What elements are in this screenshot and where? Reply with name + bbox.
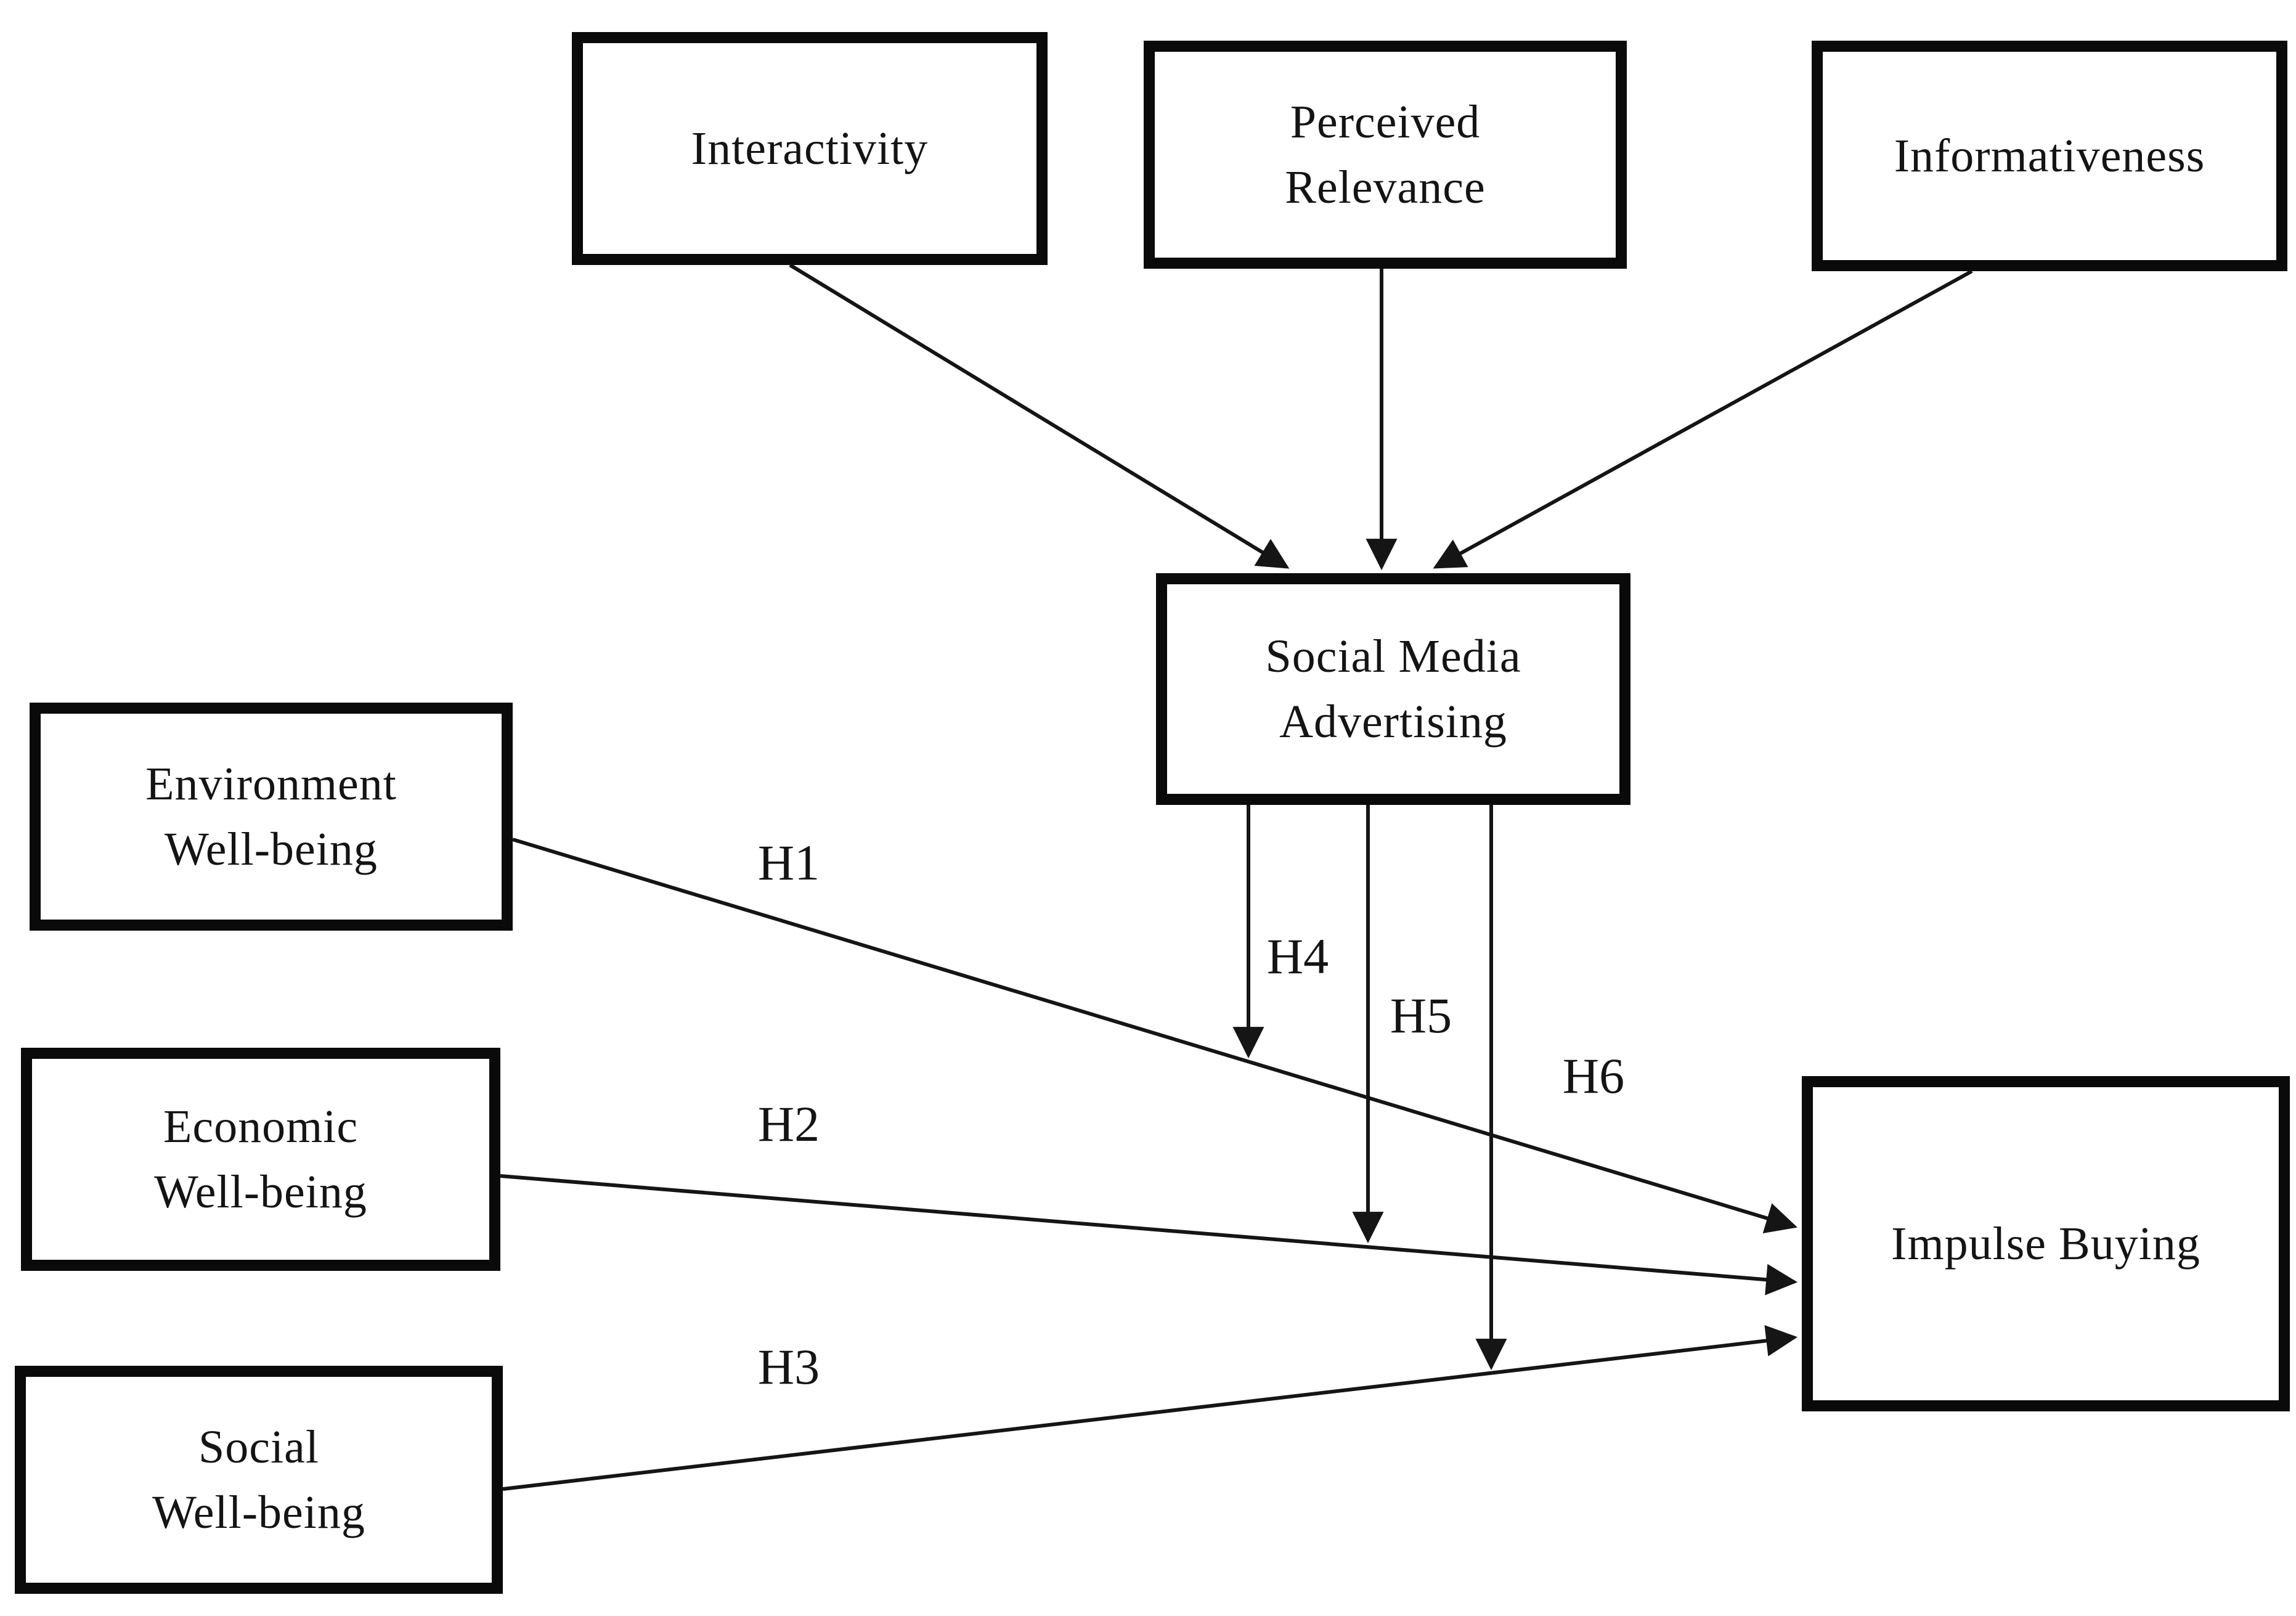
node-perceived-relevance-label-line1: Perceived — [1290, 96, 1481, 148]
node-interactivity: Interactivity — [572, 32, 1048, 265]
arrow-h1-environment-to-impulse — [512, 838, 1797, 1234]
edge-label-h4: H4 — [1266, 928, 1329, 984]
node-social-wellbeing-label-line1: Social — [198, 1421, 319, 1473]
edge-label-h5: H5 — [1390, 987, 1452, 1043]
node-informativeness: Informativeness — [1812, 41, 2287, 271]
arrow-h2-economic-to-impulse — [500, 1174, 1798, 1296]
node-interactivity-label: Interactivity — [691, 123, 929, 174]
node-economic-wellbeing-label-line2: Well-being — [154, 1166, 367, 1218]
arrow-h3-social-to-impulse — [502, 1325, 1798, 1491]
node-impulse-buying-label: Impulse Buying — [1891, 1218, 2200, 1270]
edge-label-h6: H6 — [1562, 1048, 1625, 1104]
edge-label-h3: H3 — [757, 1339, 820, 1395]
node-social-wellbeing-label-line2: Well-being — [152, 1487, 365, 1538]
node-social-media-advertising-label-line2: Advertising — [1279, 696, 1507, 748]
node-environment-wellbeing-label-line1: Environment — [145, 758, 397, 810]
node-perceived-relevance: Perceived Relevance — [1144, 41, 1627, 269]
arrow-interactivity-to-sma — [789, 263, 1290, 569]
node-informativeness-label: Informativeness — [1894, 130, 2205, 182]
node-economic-wellbeing-label-line1: Economic — [163, 1101, 359, 1153]
node-perceived-relevance-label-line2: Relevance — [1285, 161, 1486, 213]
edge-label-h2: H2 — [757, 1096, 820, 1152]
node-social-media-advertising: Social Media Advertising — [1156, 573, 1630, 805]
node-social-wellbeing: Social Well-being — [15, 1366, 503, 1594]
node-economic-wellbeing: Economic Well-being — [21, 1048, 500, 1271]
node-environment-wellbeing: Environment Well-being — [30, 703, 513, 931]
node-environment-wellbeing-label-line2: Well-being — [165, 823, 378, 875]
arrow-informativeness-to-sma — [1433, 269, 1973, 569]
edge-label-h1: H1 — [757, 835, 820, 891]
node-impulse-buying: Impulse Buying — [1802, 1076, 2290, 1411]
node-social-media-advertising-label-line1: Social Media — [1265, 630, 1521, 682]
